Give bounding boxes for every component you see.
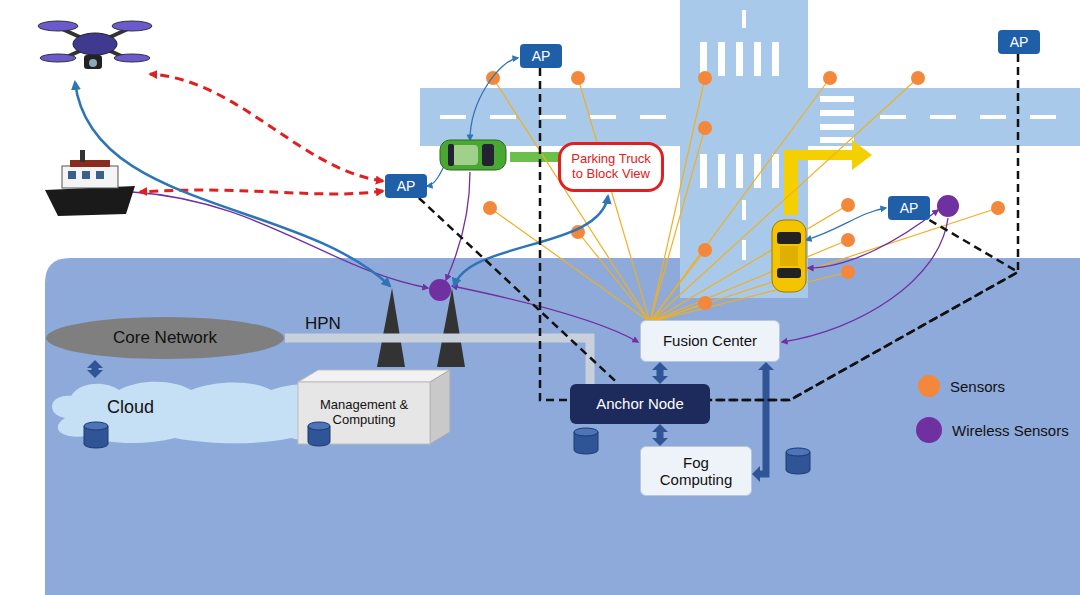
sensor-dot	[483, 71, 1005, 310]
node-text: Core Network	[113, 328, 217, 348]
node-text: Parking Truck to Block View	[567, 152, 655, 182]
legend-row: Sensors	[918, 375, 1005, 397]
access-point: AP	[520, 44, 562, 68]
air-link	[140, 74, 383, 194]
double-arrow	[657, 370, 664, 376]
legend-swatch	[918, 375, 940, 397]
node-text: Management & Computing	[302, 398, 426, 428]
double-arrow	[760, 370, 766, 474]
node-text: Fusion Center	[663, 332, 757, 349]
fronthaul-link	[710, 220, 1018, 400]
access-point: AP	[888, 196, 930, 220]
fronthaul-link	[419, 198, 619, 384]
tower-label: HPN	[305, 314, 341, 334]
yellow-car	[772, 220, 806, 292]
wireless-sensor	[429, 195, 959, 301]
legend-text: Sensors	[950, 378, 1005, 395]
fronthaul-link	[540, 68, 570, 400]
legend-text: Wireless Sensors	[952, 422, 1069, 439]
direction-arrow	[784, 140, 872, 215]
server-box: Management & Computing	[298, 370, 450, 446]
cellular-link	[75, 82, 608, 286]
access-point: AP	[998, 30, 1040, 54]
green-car	[440, 140, 506, 170]
road	[420, 0, 1080, 298]
double-arrow	[92, 368, 99, 370]
network-band	[45, 258, 1080, 595]
core-network: Core Network	[45, 316, 285, 360]
fog-computing: Fog Computing	[640, 446, 752, 496]
hpn-tower	[377, 288, 465, 367]
legend-swatch	[916, 417, 942, 443]
anchor-node: Anchor Node	[570, 384, 710, 424]
legend-row: Wireless Sensors	[916, 417, 1069, 443]
fusion-center: Fusion Center	[640, 320, 780, 362]
node-text: AP	[532, 48, 551, 64]
node-text: AP	[900, 200, 919, 216]
node-text: Cloud	[107, 397, 154, 418]
access-point: AP	[385, 174, 427, 198]
node-text: Anchor Node	[596, 395, 684, 412]
radio-link	[427, 58, 886, 240]
double-arrow	[657, 432, 664, 438]
node-text: Fog Computing	[647, 454, 745, 489]
callout-box: Parking Truck to Block View	[558, 142, 664, 192]
drone	[38, 21, 152, 69]
node-text: AP	[397, 178, 416, 194]
sensor-link	[490, 78, 998, 322]
node-text: AP	[1010, 34, 1029, 50]
